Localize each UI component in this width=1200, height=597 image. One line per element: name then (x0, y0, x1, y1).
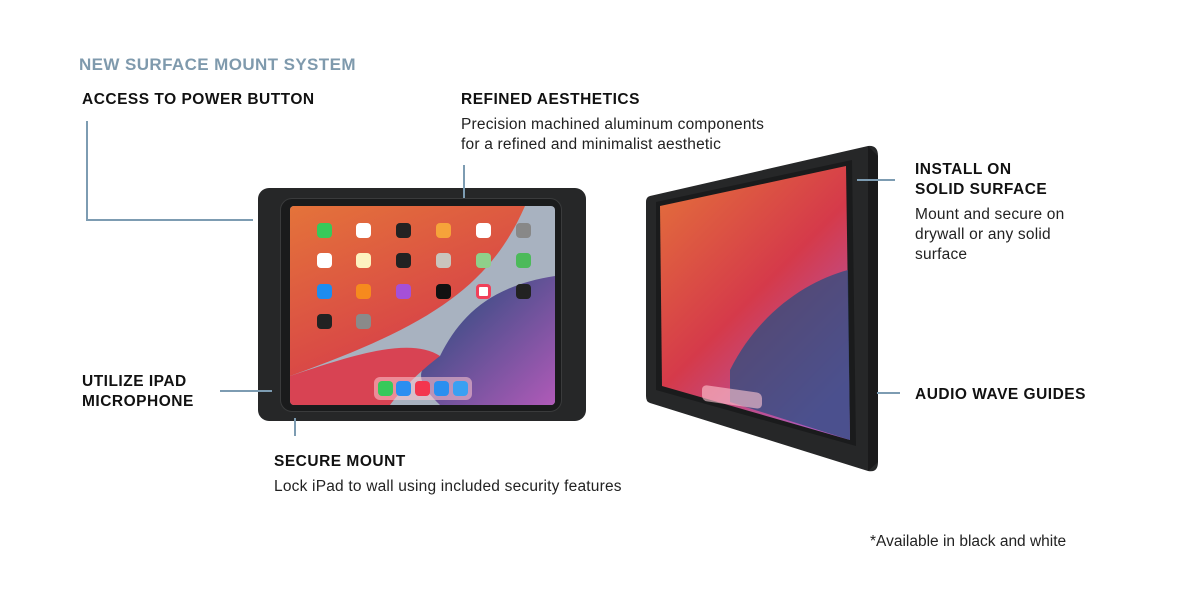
books-icon (356, 284, 371, 299)
measure-icon (317, 314, 332, 329)
home-icon (436, 223, 451, 238)
feature-install-desc-2: drywall or any solid (915, 226, 1051, 243)
messages-icon (378, 381, 393, 396)
maps-icon (476, 253, 491, 268)
feature-aesthetics-title: REFINED AESTHETICS (461, 91, 640, 108)
leader-line-audio (877, 392, 900, 394)
ipad-screen (290, 206, 555, 405)
podcasts-icon (396, 284, 411, 299)
dock (374, 377, 472, 400)
feature-audio-title: AUDIO WAVE GUIDES (915, 386, 1086, 403)
feature-install-title-1: INSTALL ON (915, 161, 1012, 178)
feature-install-title-2: SOLID SURFACE (915, 181, 1048, 198)
news-icon (476, 284, 491, 299)
feature-install-desc-1: Mount and secure on (915, 206, 1065, 223)
leader-line-microphone (220, 390, 272, 392)
photos-icon (476, 223, 491, 238)
feature-aesthetics-desc-1: Precision machined aluminum components (461, 116, 765, 133)
ipad-mount-front (258, 188, 586, 421)
clock-icon (396, 223, 411, 238)
safari-icon (396, 381, 411, 396)
wallpaper (290, 206, 555, 405)
mount-bezel (280, 198, 562, 412)
feature-microphone-title-2: MICROPHONE (82, 393, 194, 410)
tv-icon (436, 284, 451, 299)
leader-line-power-h (86, 219, 253, 221)
feature-aesthetics: REFINED AESTHETICS Precision machined al… (461, 90, 764, 155)
music-icon (415, 381, 430, 396)
ipad-mount-angled (646, 145, 878, 472)
files-icon (453, 381, 468, 396)
footnote: *Available in black and white (870, 533, 1067, 550)
leader-line-install (857, 179, 895, 181)
contacts-icon (436, 253, 451, 268)
feature-install-desc-3: surface (915, 246, 968, 263)
camera-icon (516, 223, 531, 238)
stocks-icon (516, 284, 531, 299)
notes-icon (356, 253, 371, 268)
mail-icon (434, 381, 449, 396)
find-my-icon (516, 253, 531, 268)
facetime-icon (317, 223, 332, 238)
calendar-icon (356, 223, 371, 238)
feature-aesthetics-desc-2: for a refined and minimalist aesthetic (461, 136, 722, 153)
voice-memos-icon (396, 253, 411, 268)
feature-microphone: UTILIZE IPAD MICROPHONE (82, 372, 194, 412)
app-store-icon (317, 284, 332, 299)
feature-secure-title: SECURE MOUNT (274, 453, 406, 470)
feature-install: INSTALL ON SOLID SURFACE Mount and secur… (915, 160, 1064, 265)
page-heading: NEW SURFACE MOUNT SYSTEM (79, 55, 356, 74)
reminders-icon (317, 253, 332, 268)
leader-line-secure (294, 418, 296, 436)
leader-line-aesthetics (463, 165, 465, 198)
feature-power-title: ACCESS TO POWER BUTTON (82, 91, 315, 108)
settings-icon (356, 314, 371, 329)
feature-secure: SECURE MOUNT Lock iPad to wall using inc… (274, 452, 622, 497)
feature-microphone-title-1: UTILIZE IPAD (82, 373, 187, 390)
feature-secure-desc: Lock iPad to wall using included securit… (274, 478, 622, 495)
leader-line-power (86, 121, 88, 221)
